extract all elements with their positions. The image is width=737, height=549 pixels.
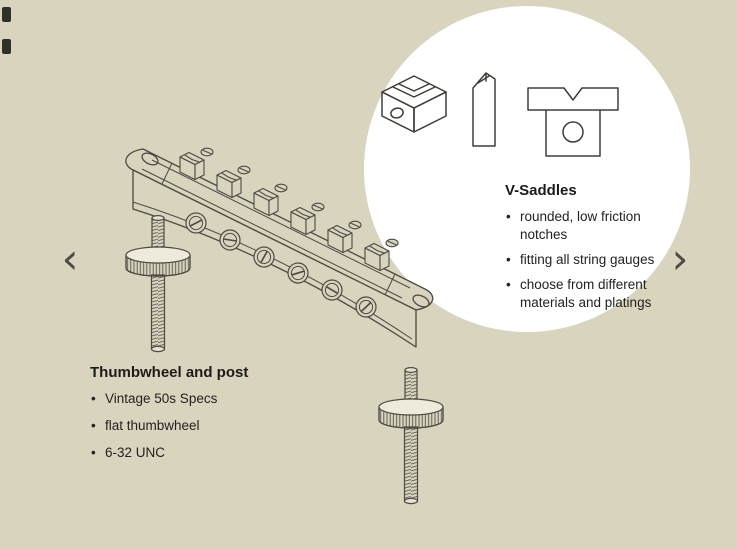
thumbwheel-callout: Thumbwheel and post Vintage 50s Specs fl… — [90, 364, 325, 471]
thumbwheel-callout-list: Vintage 50s Specs flat thumbwheel 6-32 U… — [90, 390, 325, 462]
saddle-views-illustration — [381, 72, 619, 157]
list-item: choose from different materials and plat… — [505, 276, 683, 312]
saddle-isometric-icon — [381, 75, 447, 133]
list-item: Vintage 50s Specs — [90, 390, 325, 408]
thumbwheel-post-right — [378, 367, 444, 505]
saddle-callout-list: rounded, low friction notches fitting al… — [505, 208, 683, 312]
edge-glyph-top — [2, 7, 11, 22]
edge-glyph-bottom — [2, 39, 11, 54]
intonation-screws — [184, 211, 379, 320]
carousel-next-button[interactable]: › — [664, 236, 696, 282]
thumbwheel-post-left — [125, 215, 191, 353]
carousel-prev-button[interactable]: ‹ — [54, 236, 86, 282]
saddle-side-icon — [472, 72, 496, 147]
list-item: flat thumbwheel — [90, 417, 325, 435]
list-item: fitting all string gauges — [505, 251, 683, 269]
thumbwheel-callout-title: Thumbwheel and post — [90, 364, 249, 381]
saddle-detail-bubble: V-Saddles rounded, low friction notches … — [364, 6, 690, 332]
list-item: 6-32 UNC — [90, 444, 325, 462]
list-item: rounded, low friction notches — [505, 208, 683, 244]
saddle-callout: V-Saddles rounded, low friction notches … — [505, 182, 683, 319]
saddle-callout-title: V-Saddles — [505, 182, 577, 199]
saddle-front-icon — [527, 87, 619, 157]
